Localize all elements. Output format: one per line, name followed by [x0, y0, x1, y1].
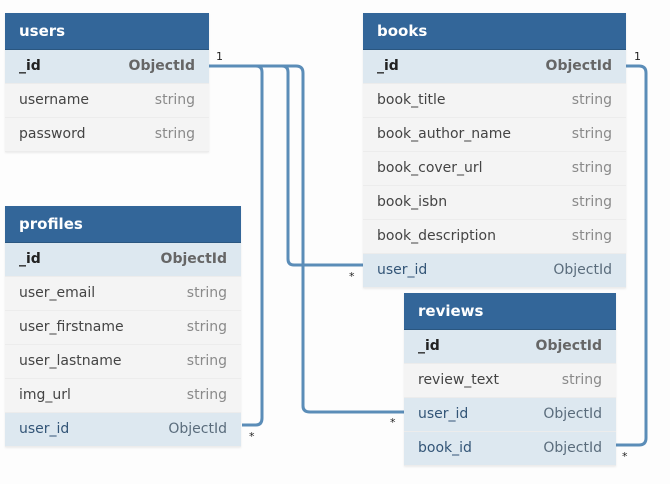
field-name: img_url: [19, 387, 71, 403]
cardinality-many-profiles-user-id: *: [249, 430, 255, 443]
field-name: book_description: [377, 228, 496, 244]
field-row-username[interactable]: username string: [5, 84, 209, 118]
field-type: string: [154, 92, 195, 108]
field-type: ObjectId: [543, 406, 602, 422]
field-name: user_id: [377, 262, 428, 278]
table-title: books: [363, 13, 626, 50]
field-row-img-url[interactable]: img_url string: [5, 379, 241, 413]
field-row-id[interactable]: _id ObjectId: [5, 243, 241, 277]
field-name: username: [19, 92, 89, 108]
field-type: string: [186, 285, 227, 301]
field-row-book-description[interactable]: book_description string: [363, 220, 626, 254]
field-name: _id: [377, 58, 399, 74]
field-row-book-cover-url[interactable]: book_cover_url string: [363, 152, 626, 186]
field-row-book-author-name[interactable]: book_author_name string: [363, 118, 626, 152]
field-type: string: [571, 126, 612, 142]
field-type: string: [561, 372, 602, 388]
field-type: string: [186, 319, 227, 335]
field-name: _id: [19, 251, 41, 267]
field-type: ObjectId: [545, 58, 612, 74]
field-name: review_text: [418, 372, 499, 388]
field-row-id[interactable]: _id ObjectId: [404, 330, 616, 364]
field-name: _id: [418, 338, 440, 354]
field-name: book_cover_url: [377, 160, 483, 176]
field-name: user_id: [19, 421, 70, 437]
cardinality-one-users: 1: [216, 50, 223, 63]
field-row-user-id[interactable]: user_id ObjectId: [363, 254, 626, 288]
field-name: book_author_name: [377, 126, 511, 142]
field-type: string: [571, 92, 612, 108]
field-row-book-title[interactable]: book_title string: [363, 84, 626, 118]
cardinality-many-books-user-id: *: [349, 270, 355, 283]
field-type: ObjectId: [168, 421, 227, 437]
field-name: user_firstname: [19, 319, 124, 335]
field-name: user_id: [418, 406, 469, 422]
cardinality-one-books: 1: [634, 50, 641, 63]
table-title: reviews: [404, 293, 616, 330]
field-name: password: [19, 126, 86, 142]
field-row-user-email[interactable]: user_email string: [5, 277, 241, 311]
field-row-password[interactable]: password string: [5, 118, 209, 152]
field-type: ObjectId: [543, 440, 602, 456]
field-type: string: [571, 194, 612, 210]
field-type: ObjectId: [535, 338, 602, 354]
field-type: ObjectId: [128, 58, 195, 74]
field-type: string: [186, 387, 227, 403]
field-name: user_email: [19, 285, 96, 301]
table-profiles[interactable]: profiles _id ObjectId user_email string …: [5, 206, 241, 447]
field-name: book_isbn: [377, 194, 448, 210]
field-name: book_title: [377, 92, 446, 108]
table-users[interactable]: users _id ObjectId username string passw…: [5, 13, 209, 152]
table-books[interactable]: books _id ObjectId book_title string boo…: [363, 13, 626, 288]
field-type: string: [186, 353, 227, 369]
field-row-id[interactable]: _id ObjectId: [363, 50, 626, 84]
field-row-book-id[interactable]: book_id ObjectId: [404, 432, 616, 466]
cardinality-many-reviews-book-id: *: [622, 450, 628, 463]
field-name: user_lastname: [19, 353, 122, 369]
field-row-user-firstname[interactable]: user_firstname string: [5, 311, 241, 345]
field-name: _id: [19, 58, 41, 74]
field-type: string: [571, 228, 612, 244]
field-row-user-id[interactable]: user_id ObjectId: [404, 398, 616, 432]
field-row-user-id[interactable]: user_id ObjectId: [5, 413, 241, 447]
table-title: profiles: [5, 206, 241, 243]
field-row-id[interactable]: _id ObjectId: [5, 50, 209, 84]
field-type: ObjectId: [160, 251, 227, 267]
field-row-user-lastname[interactable]: user_lastname string: [5, 345, 241, 379]
table-title: users: [5, 13, 209, 50]
field-type: string: [571, 160, 612, 176]
field-row-book-isbn[interactable]: book_isbn string: [363, 186, 626, 220]
field-type: ObjectId: [553, 262, 612, 278]
table-reviews[interactable]: reviews _id ObjectId review_text string …: [404, 293, 616, 466]
field-name: book_id: [418, 440, 472, 456]
field-row-review-text[interactable]: review_text string: [404, 364, 616, 398]
cardinality-many-reviews-user-id: *: [390, 416, 396, 429]
field-type: string: [154, 126, 195, 142]
